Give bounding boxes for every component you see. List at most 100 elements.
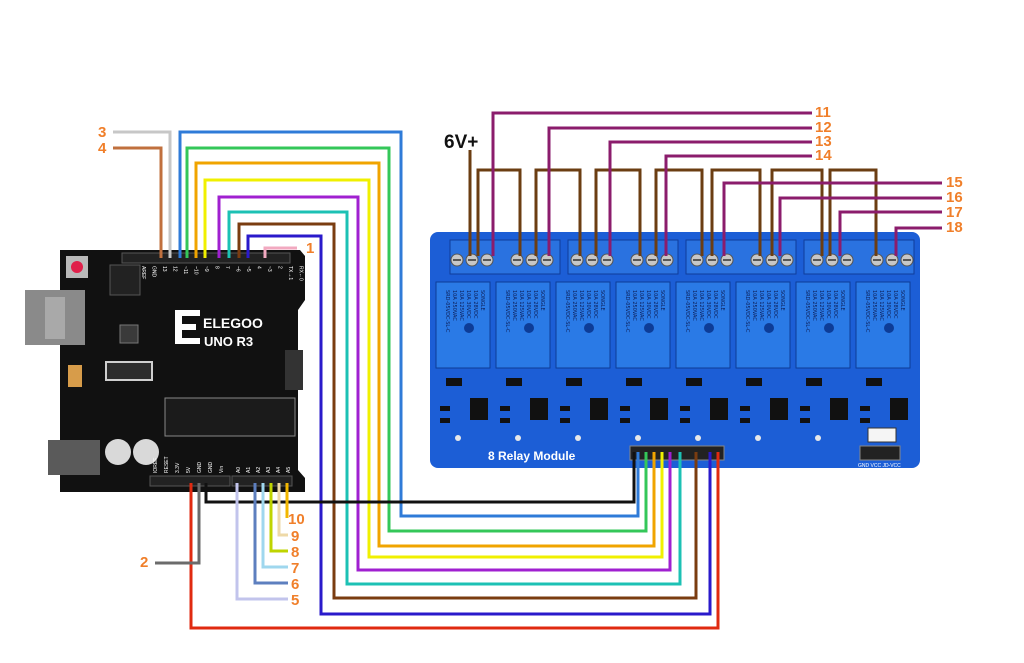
- diode: [686, 378, 702, 386]
- wire-label-15: 15: [946, 174, 963, 191]
- wire-label-16: 16: [946, 189, 963, 206]
- wire-label-8: 8: [291, 544, 299, 561]
- relay-spec-text: SONGLE: [539, 290, 545, 311]
- microcontroller-chip: [164, 397, 296, 437]
- relay-body: [435, 281, 491, 369]
- relay-spec-text: SRD-05VDC-SL-C: [564, 290, 570, 333]
- relay-body: [675, 281, 731, 369]
- wire-supply-loop: [770, 168, 824, 256]
- optocoupler: [590, 398, 608, 420]
- relay-spec-text: 10A 30VDC: [765, 290, 771, 319]
- analog-pin-label: A1: [246, 467, 252, 473]
- relay-spec-text: 10A 250VAC: [871, 290, 877, 321]
- optocoupler: [770, 398, 788, 420]
- wire-supply-loop: [594, 168, 642, 256]
- relay-spec-text: SONGLE: [779, 290, 785, 311]
- relay-spec-text: 10A 30VDC: [825, 290, 831, 319]
- relay-spec-text: 10A 30VDC: [525, 290, 531, 319]
- power-pin-label: RESET: [164, 456, 170, 473]
- wires: [113, 111, 942, 630]
- relay-spec-text: SONGLE: [599, 290, 605, 311]
- wire-1: [263, 246, 297, 258]
- wire-6: [253, 483, 288, 585]
- relay-body: [555, 281, 611, 369]
- relay-spec-text: SRD-05VDC-SL-C: [624, 290, 630, 333]
- wire-label-18: 18: [946, 219, 963, 236]
- wire-2: [155, 483, 201, 565]
- optocoupler: [830, 398, 848, 420]
- wire-16: [778, 196, 942, 256]
- wire-label-7: 7: [291, 560, 299, 577]
- analog-pin-label: A0: [236, 467, 242, 473]
- relay-spec-text: SRD-05VDC-SL-C: [804, 290, 810, 333]
- relay-spec-text: 10A 250VAC: [451, 290, 457, 321]
- relay-body: [735, 281, 791, 369]
- supply-voltage-label: 6V+: [444, 132, 478, 153]
- wire-12: [547, 126, 812, 256]
- relay-spec-text: 10A 250VAC: [571, 290, 577, 321]
- power-pin-label: IOREF: [153, 458, 159, 473]
- wire-17: [838, 210, 942, 256]
- module-title: 8 Relay Module: [488, 449, 576, 463]
- relay-spec-text: 10A 28VDC: [712, 290, 718, 319]
- wire-15: [722, 181, 942, 256]
- relay-spec-text: 10A 250VAC: [691, 290, 697, 321]
- wire-purple: [217, 195, 672, 572]
- wire-red: [189, 452, 720, 630]
- wire-11: [491, 111, 812, 256]
- relay-spec-text: SRD-05VDC-SL-C: [504, 290, 510, 333]
- power-pin-label: GND: [197, 462, 203, 474]
- digital-pin-label: ~5: [245, 266, 251, 272]
- digital-pin-label: 12: [172, 266, 178, 272]
- wire-blue: [178, 130, 640, 518]
- wire-label-2: 2: [140, 554, 148, 571]
- led: [635, 435, 641, 441]
- digital-pin-label: ~3: [266, 266, 272, 272]
- wire-13: [608, 140, 812, 256]
- relay-spec-text: 10A 30VDC: [465, 290, 471, 319]
- relay-spec-text: 10A 250VAC: [751, 290, 757, 321]
- wire-3: [113, 130, 172, 258]
- capacitor: [133, 439, 159, 465]
- digital-pin-label: 2: [277, 266, 283, 269]
- elegoo-logo: [175, 310, 200, 344]
- relay-spec-text: 10A 125VAC: [578, 290, 584, 321]
- relay-spec-text: 10A 125VAC: [518, 290, 524, 321]
- relay-spec-text: 10A 250VAC: [511, 290, 517, 321]
- fuse: [68, 365, 82, 387]
- digital-pin-label: ~11: [182, 266, 188, 274]
- relay-spec-text: 10A 250VAC: [811, 290, 817, 321]
- led: [815, 435, 821, 441]
- led: [515, 435, 521, 441]
- wire-label-6: 6: [291, 576, 299, 593]
- optocoupler: [530, 398, 548, 420]
- relay-spec-text: 10A 250VAC: [631, 290, 637, 321]
- crystal: [105, 361, 153, 381]
- relay-body: [795, 281, 851, 369]
- power-pin-label: 3.3V: [175, 462, 181, 473]
- relay-spec-text: 10A 125VAC: [458, 290, 464, 321]
- relay-body: [495, 281, 551, 369]
- brand-text: ELEGOO: [203, 315, 263, 331]
- digital-pin-label: RX←0: [298, 266, 304, 281]
- wire-label-12: 12: [815, 119, 832, 136]
- wire-label-11: 11: [815, 104, 831, 121]
- diode: [866, 378, 882, 386]
- wire-label-4: 4: [98, 140, 107, 157]
- optocoupler: [470, 398, 488, 420]
- wire-label-1: 1: [306, 240, 314, 257]
- model-text: UNO R3: [204, 334, 253, 349]
- digital-pin-label: 13: [161, 266, 167, 272]
- wire-18: [894, 226, 942, 256]
- analog-pin-label: A4: [276, 467, 282, 473]
- power-pin-label: GND: [208, 462, 214, 474]
- wire-brown: [237, 222, 698, 600]
- relay-spec-text: 10A 28VDC: [472, 290, 478, 319]
- wire-supply-loop: [654, 168, 704, 256]
- relay-spec-text: SONGLE: [479, 290, 485, 311]
- wire-supply-loop: [476, 168, 522, 256]
- wire-label-5: 5: [291, 592, 299, 609]
- relay-spec-text: 10A 125VAC: [818, 290, 824, 321]
- wire-black: [204, 452, 636, 504]
